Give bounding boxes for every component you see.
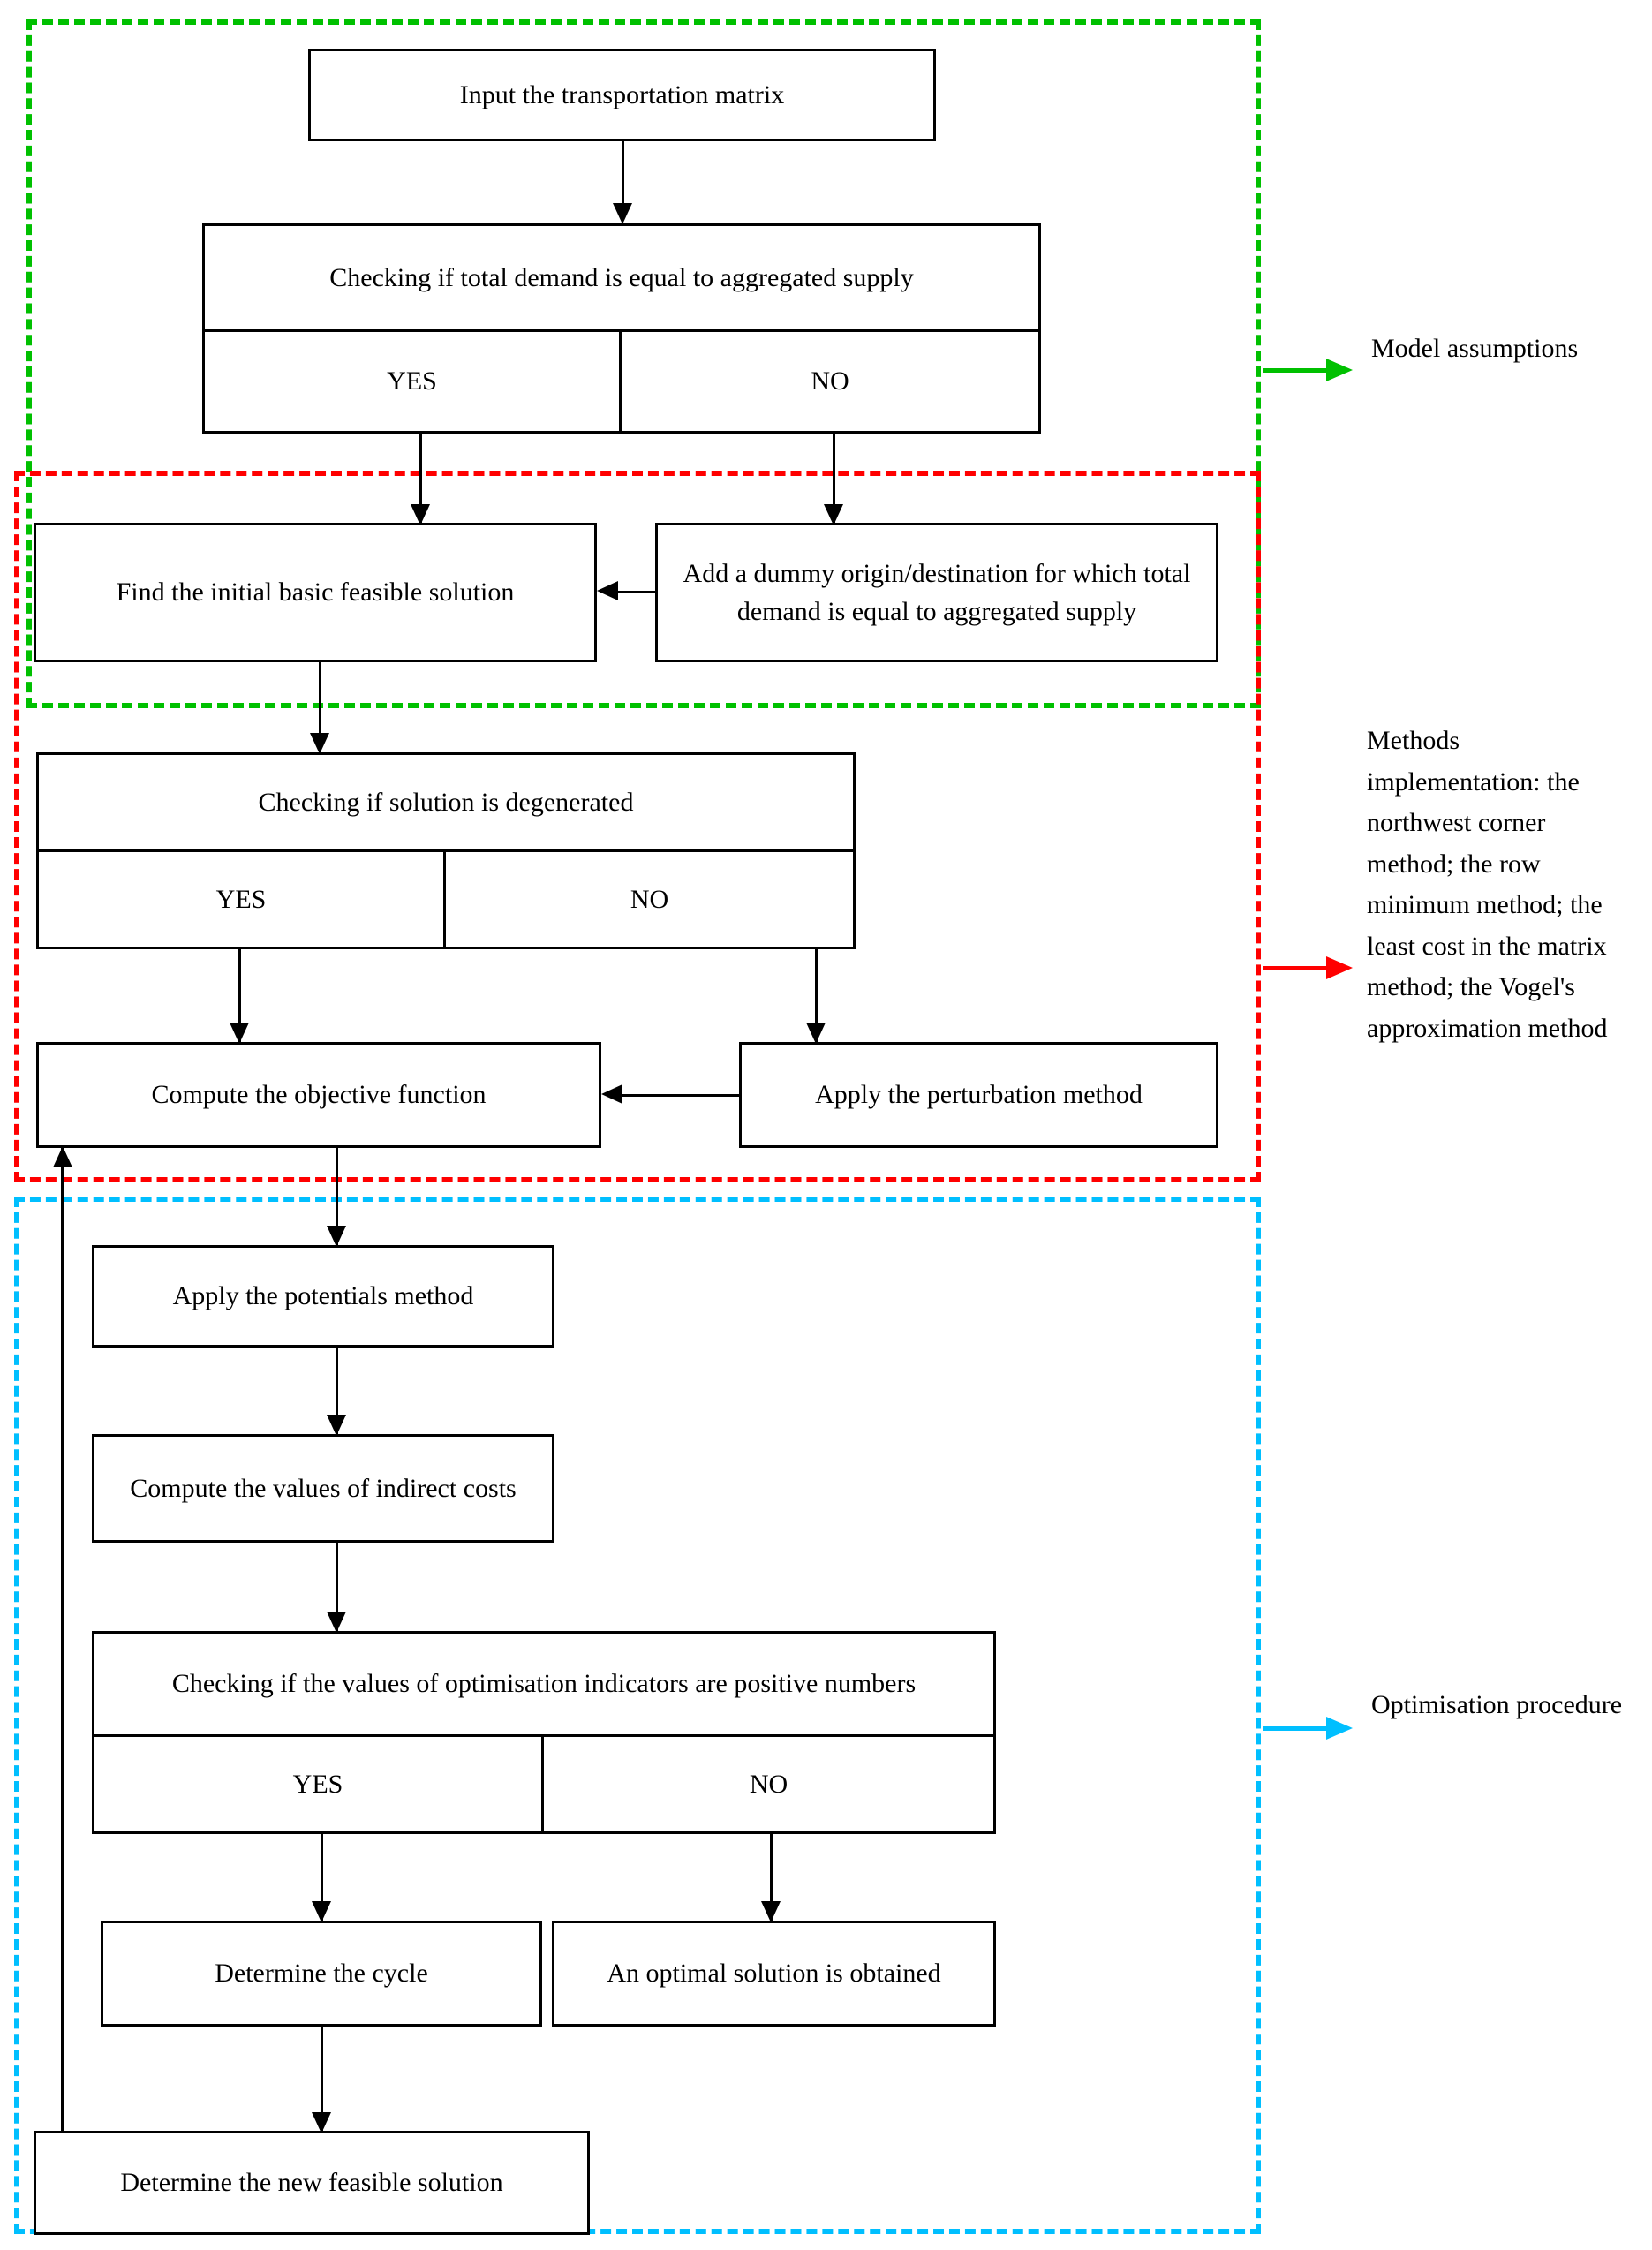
- node-find-initial-solution-label: Find the initial basic feasible solution: [116, 578, 515, 608]
- connector-costs-to-indicators: [336, 1543, 338, 1631]
- connector-indicators-yes-to-cycle: [321, 1834, 323, 1921]
- answer-yes-demand-supply[interactable]: YES: [205, 332, 622, 431]
- legend-label-optimisation-procedure: Optimisation procedure: [1371, 1690, 1623, 1719]
- node-check-degenerated[interactable]: Checking if solution is degenerated YES …: [36, 752, 856, 949]
- arrowhead-yes-to-find-initial: [411, 504, 430, 525]
- arrowhead-perturbation-to-objective: [601, 1084, 622, 1104]
- node-check-degenerated-answers: YES NO: [39, 849, 853, 947]
- arrowhead-degenerated-no-to-perturbation: [806, 1023, 826, 1044]
- connector-objective-to-potentials: [336, 1148, 338, 1245]
- connector-yes-to-find-initial: [419, 434, 422, 523]
- connector-indicators-no-to-optimal: [770, 1834, 773, 1921]
- node-compute-objective[interactable]: Compute the objective function: [36, 1042, 601, 1148]
- arrowhead-costs-to-indicators: [327, 1612, 346, 1633]
- answer-no-indicators[interactable]: NO: [749, 1769, 788, 1799]
- arrowhead-cycle-to-new-solution: [312, 2112, 331, 2133]
- connector-no-to-add-dummy: [833, 434, 835, 523]
- node-check-demand-supply-answers: YES NO: [205, 329, 1038, 431]
- node-check-indicators[interactable]: Checking if the values of optimisation i…: [92, 1631, 996, 1834]
- connector-find-initial-to-degenerated: [319, 662, 321, 752]
- arrowhead-feedback-to-objective: [53, 1146, 72, 1167]
- connector-degenerated-yes-to-objective: [238, 949, 241, 1042]
- node-determine-new-solution[interactable]: Determine the new feasible solution: [34, 2131, 590, 2235]
- arrowhead-degenerated-yes-to-objective: [230, 1023, 249, 1044]
- connector-feedback-vertical: [61, 1157, 64, 2133]
- arrowhead-objective-to-potentials: [327, 1226, 346, 1247]
- node-check-demand-supply[interactable]: Checking if total demand is equal to agg…: [202, 223, 1041, 434]
- node-apply-potentials-label: Apply the potentials method: [172, 1281, 474, 1311]
- connector-dummy-to-find-initial: [618, 591, 657, 593]
- node-determine-cycle-label: Determine the cycle: [215, 1959, 428, 1989]
- node-check-demand-supply-question: Checking if total demand is equal to agg…: [329, 262, 914, 292]
- answer-no-degenerated[interactable]: NO: [630, 884, 669, 914]
- legend-label-methods-implementation: Methods implementation: the northwest co…: [1367, 726, 1608, 1043]
- connector-potentials-to-costs: [336, 1348, 338, 1434]
- arrowhead-no-to-add-dummy: [824, 504, 843, 525]
- arrowhead-dummy-to-find-initial: [597, 581, 618, 600]
- connector-cycle-to-new-solution: [321, 2027, 323, 2131]
- node-check-indicators-question: Checking if the values of optimisation i…: [171, 1669, 917, 1699]
- answer-yes-indicators[interactable]: YES: [94, 1737, 544, 1831]
- node-check-degenerated-question: Checking if solution is degenerated: [258, 787, 634, 817]
- arrowhead-indicators-no-to-optimal: [761, 1901, 781, 1922]
- node-apply-potentials[interactable]: Apply the potentials method: [92, 1245, 554, 1348]
- node-compute-indirect-costs-label: Compute the values of indirect costs: [130, 1473, 517, 1503]
- node-optimal-solution[interactable]: An optimal solution is obtained: [552, 1921, 996, 2027]
- node-add-dummy[interactable]: Add a dummy origin/destination for which…: [655, 523, 1218, 662]
- node-input-matrix[interactable]: Input the transportation matrix: [308, 49, 936, 141]
- node-input-matrix-label: Input the transportation matrix: [459, 79, 785, 109]
- node-optimal-solution-label: An optimal solution is obtained: [607, 1959, 941, 1989]
- answer-no-demand-supply[interactable]: NO: [811, 366, 849, 396]
- legend-label-model-assumptions: Model assumptions: [1371, 334, 1579, 363]
- connector-input-to-check: [622, 141, 624, 214]
- arrowhead-potentials-to-costs: [327, 1415, 346, 1436]
- node-determine-cycle[interactable]: Determine the cycle: [101, 1921, 542, 2027]
- node-add-dummy-label: Add a dummy origin/destination for which…: [683, 558, 1191, 627]
- arrowhead-input-to-check: [613, 203, 632, 224]
- connector-feedback-bottom: [61, 2131, 105, 2133]
- node-compute-objective-label: Compute the objective function: [151, 1080, 487, 1110]
- node-determine-new-solution-label: Determine the new feasible solution: [120, 2168, 503, 2198]
- connector-perturbation-to-objective: [622, 1094, 739, 1097]
- answer-yes-degenerated[interactable]: YES: [39, 852, 446, 947]
- node-find-initial-solution[interactable]: Find the initial basic feasible solution: [34, 523, 597, 662]
- node-apply-perturbation[interactable]: Apply the perturbation method: [739, 1042, 1218, 1148]
- node-check-indicators-answers: YES NO: [94, 1734, 993, 1831]
- node-apply-perturbation-label: Apply the perturbation method: [815, 1080, 1143, 1110]
- connector-degenerated-no-to-perturbation: [815, 949, 818, 1042]
- arrowhead-find-initial-to-degenerated: [310, 733, 329, 754]
- arrowhead-indicators-yes-to-cycle: [312, 1901, 331, 1922]
- node-compute-indirect-costs[interactable]: Compute the values of indirect costs: [92, 1434, 554, 1543]
